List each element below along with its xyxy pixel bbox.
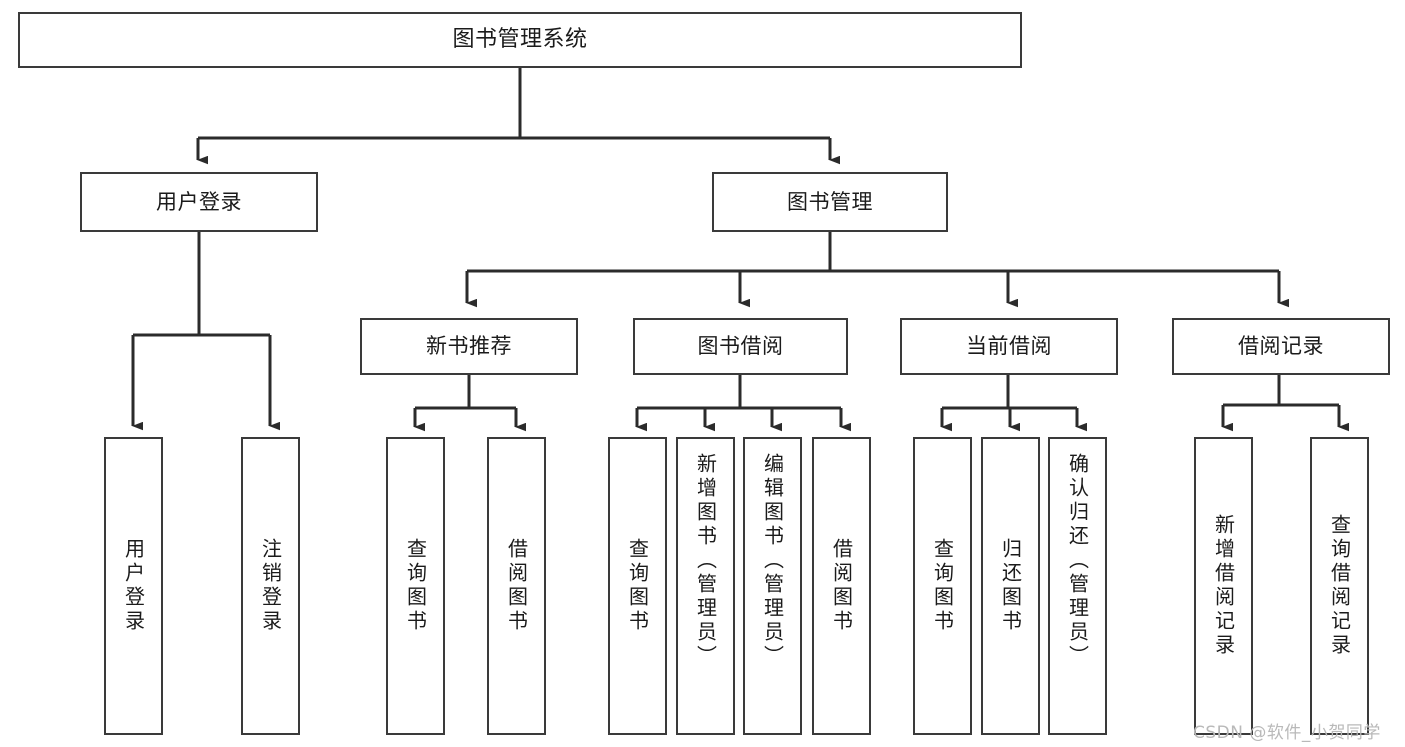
node-book-management[interactable]: 图书管理 bbox=[712, 172, 948, 232]
leaf-book-borrow-edit-book[interactable]: 编辑图书（管理员） bbox=[743, 437, 802, 735]
node-label: 确认归还（管理员） bbox=[1065, 453, 1090, 669]
node-label: 查询图书 bbox=[930, 538, 955, 634]
node-label: 借阅记录 bbox=[1238, 334, 1324, 359]
watermark-text: CSDN @软件_小贺同学 bbox=[1193, 723, 1381, 743]
node-label: 归还图书 bbox=[998, 538, 1023, 634]
leaf-current-borrow-confirm-return[interactable]: 确认归还（管理员） bbox=[1048, 437, 1107, 735]
node-label: 借阅图书 bbox=[504, 538, 529, 634]
node-label: 查询借阅记录 bbox=[1327, 514, 1352, 658]
leaf-book-borrow-borrow-book[interactable]: 借阅图书 bbox=[812, 437, 871, 735]
node-label: 查询图书 bbox=[625, 538, 650, 634]
node-label: 注销登录 bbox=[258, 538, 283, 634]
node-label: 新增借阅记录 bbox=[1211, 514, 1236, 658]
node-label: 借阅图书 bbox=[829, 538, 854, 634]
node-new-book-recommend[interactable]: 新书推荐 bbox=[360, 318, 578, 375]
leaf-borrow-record-add-record[interactable]: 新增借阅记录 bbox=[1194, 437, 1253, 735]
leaf-book-borrow-add-book[interactable]: 新增图书（管理员） bbox=[676, 437, 735, 735]
node-root-system[interactable]: 图书管理系统 bbox=[18, 12, 1022, 68]
leaf-borrow-record-query-record[interactable]: 查询借阅记录 bbox=[1310, 437, 1369, 735]
leaf-book-borrow-query-book[interactable]: 查询图书 bbox=[608, 437, 667, 735]
node-book-borrow[interactable]: 图书借阅 bbox=[633, 318, 848, 375]
leaf-user-login-logout[interactable]: 注销登录 bbox=[241, 437, 300, 735]
leaf-new-book-query-book[interactable]: 查询图书 bbox=[386, 437, 445, 735]
leaf-current-borrow-query-book[interactable]: 查询图书 bbox=[913, 437, 972, 735]
node-borrow-record[interactable]: 借阅记录 bbox=[1172, 318, 1390, 375]
node-user-login[interactable]: 用户登录 bbox=[80, 172, 318, 232]
leaf-current-borrow-return-book[interactable]: 归还图书 bbox=[981, 437, 1040, 735]
leaf-new-book-borrow-book[interactable]: 借阅图书 bbox=[487, 437, 546, 735]
node-label: 用户登录 bbox=[121, 538, 146, 634]
node-label: 新书推荐 bbox=[426, 334, 512, 359]
node-label: 图书借阅 bbox=[697, 334, 784, 359]
node-label: 图书管理 bbox=[787, 189, 873, 214]
node-label: 用户登录 bbox=[156, 189, 242, 214]
node-label: 编辑图书（管理员） bbox=[760, 453, 785, 669]
node-current-borrow[interactable]: 当前借阅 bbox=[900, 318, 1118, 375]
node-label: 新增图书（管理员） bbox=[693, 453, 718, 669]
watermark-csdn: CSDN @软件_小贺同学 bbox=[1193, 718, 1381, 743]
node-label: 查询图书 bbox=[403, 538, 428, 634]
node-label: 图书管理系统 bbox=[452, 27, 588, 53]
leaf-user-login-login[interactable]: 用户登录 bbox=[104, 437, 163, 735]
node-label: 当前借阅 bbox=[966, 334, 1052, 359]
